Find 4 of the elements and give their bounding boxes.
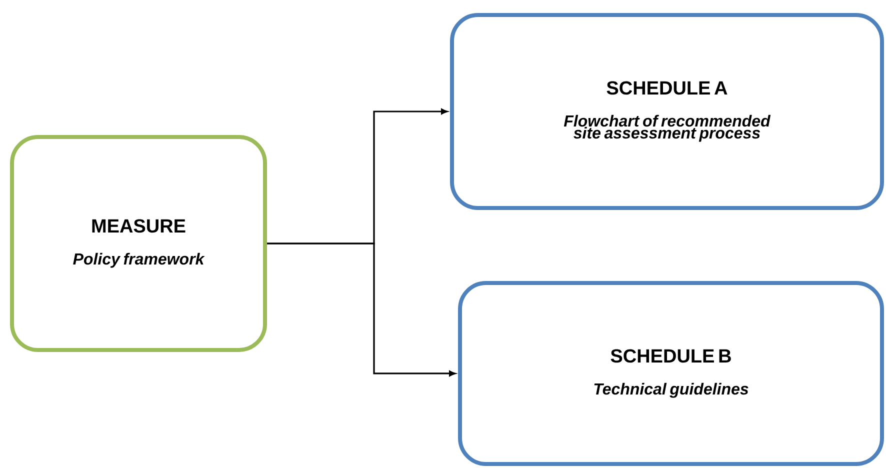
process-box: MEASURE Policy framework xyxy=(10,135,267,352)
process-box: SCHEDULE B Technical guidelines xyxy=(458,280,884,466)
process-box: SCHEDULE A Flowchart of recommended site assessment process xyxy=(450,13,884,210)
arrow xyxy=(267,242,456,376)
